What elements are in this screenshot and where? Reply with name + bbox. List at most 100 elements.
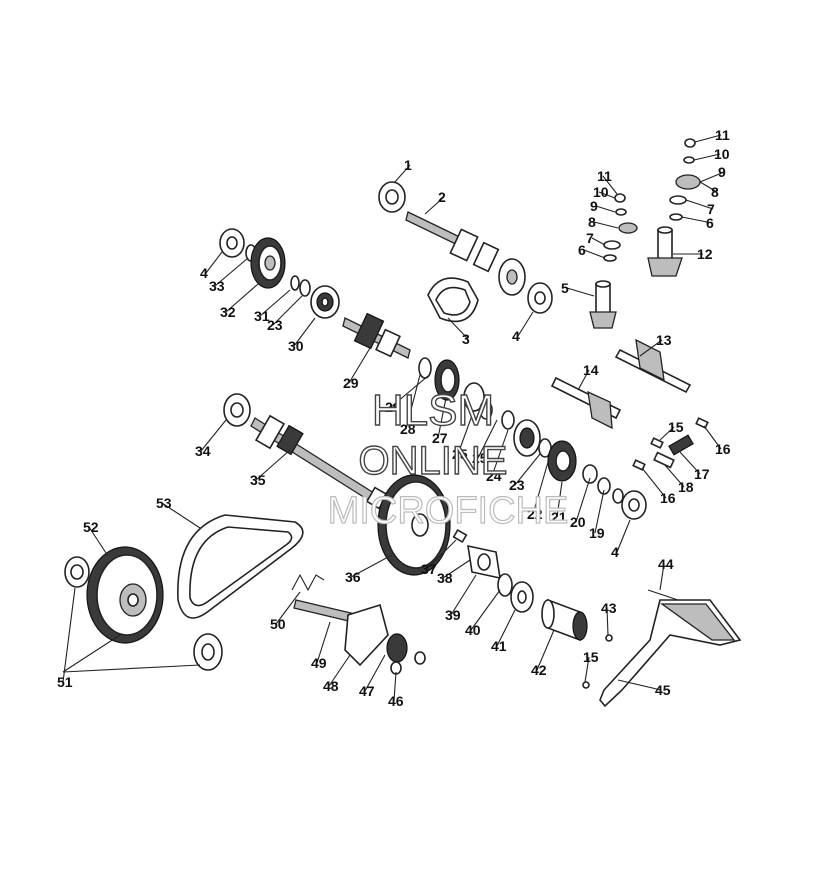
callout-c23a: 23 — [267, 317, 283, 333]
callout-c28: 28 — [400, 421, 416, 437]
callout-c7b: 7 — [707, 201, 715, 217]
leader-c18 — [663, 463, 685, 488]
callout-c9a: 9 — [590, 198, 598, 214]
part-53-belt — [177, 514, 304, 619]
part-15-18-pins — [632, 417, 709, 471]
part-32-gear — [250, 237, 286, 289]
leader-c13 — [639, 339, 663, 357]
callout-c42: 42 — [531, 662, 547, 678]
callout-c35: 35 — [250, 472, 266, 488]
callout-c6b: 6 — [706, 215, 714, 231]
callout-c48: 48 — [323, 678, 339, 694]
leader-c34 — [200, 419, 227, 452]
leader-c6a — [583, 249, 606, 259]
callout-c33: 33 — [209, 278, 225, 294]
leader-c25a — [457, 409, 475, 455]
leader-c6b — [681, 216, 713, 224]
leader-c51-extra-1 — [62, 664, 201, 673]
callout-c21: 21 — [551, 509, 567, 525]
leader-c11b — [694, 134, 722, 143]
leader-c32 — [225, 283, 259, 313]
part-48-arm — [344, 603, 389, 667]
leader-c48 — [328, 654, 351, 687]
leader-c29 — [348, 347, 371, 384]
callout-c22: 22 — [527, 506, 543, 522]
callout-c50: 50 — [270, 616, 286, 632]
leader-c27 — [437, 397, 447, 439]
callout-c27: 27 — [432, 430, 448, 446]
leader-c20 — [575, 477, 591, 523]
callout-c41: 41 — [491, 638, 507, 654]
callout-c36: 36 — [345, 569, 361, 585]
callout-c26: 26 — [385, 399, 401, 415]
part-52-drive-gear — [86, 546, 164, 644]
part-4-bearing-left — [219, 228, 245, 258]
part-13-shift-fork-shaft — [614, 338, 692, 394]
leader-c4b — [517, 311, 534, 337]
callout-c52: 52 — [83, 519, 99, 535]
callout-c38: 38 — [437, 570, 453, 586]
callout-c25b: 25 — [472, 450, 488, 466]
leader-c9b — [699, 171, 725, 183]
leader-c39 — [450, 574, 477, 616]
callout-c24: 24 — [486, 468, 502, 484]
leader-c52 — [88, 526, 109, 557]
callout-c18: 18 — [678, 479, 694, 495]
leader-c41 — [496, 609, 516, 647]
watermark-line-3: MICROFICHE — [328, 490, 569, 532]
leader-c31 — [259, 289, 291, 317]
callout-c11b: 11 — [715, 127, 730, 143]
callout-c15b: 15 — [583, 649, 599, 665]
leader-c5 — [566, 287, 595, 297]
leader-c53 — [161, 502, 201, 529]
callout-c17: 17 — [694, 466, 710, 482]
callout-c30: 30 — [288, 338, 304, 354]
callout-c34: 34 — [195, 443, 211, 459]
part-4-bearing-right — [621, 490, 647, 520]
callout-c15a: 15 — [668, 419, 684, 435]
leader-c51 — [62, 587, 76, 683]
callout-c31: 31 — [254, 308, 270, 324]
callout-c12: 12 — [697, 246, 713, 262]
callout-c45: 45 — [655, 682, 671, 698]
callout-c9b: 9 — [718, 164, 726, 180]
part-34-bearing — [223, 393, 251, 427]
part-39-41-seals — [497, 573, 534, 613]
part-51-bearings — [64, 556, 223, 671]
callout-c4b: 4 — [512, 328, 520, 344]
callout-c20: 20 — [570, 514, 586, 530]
leader-c8b — [699, 181, 718, 193]
leader-c23b — [514, 453, 541, 486]
part-26-28-rings — [418, 357, 460, 401]
callout-c23b: 23 — [509, 477, 525, 493]
leader-c16b — [641, 467, 667, 499]
leader-c49 — [316, 621, 331, 664]
callout-c8b: 8 — [711, 184, 719, 200]
part-30-bearing — [310, 285, 340, 319]
callout-c53: 53 — [156, 495, 172, 511]
part-25-24-hub — [501, 410, 552, 458]
leader-c9a — [595, 205, 616, 213]
callout-c29: 29 — [343, 375, 359, 391]
part-31-washer — [290, 275, 300, 291]
part-23-clip-left — [299, 279, 311, 297]
leader-c4a — [205, 251, 223, 274]
callout-c10a: 10 — [593, 184, 609, 200]
leader-c19 — [594, 489, 605, 534]
leader-c8a — [593, 221, 619, 229]
callout-c40: 40 — [465, 622, 481, 638]
leader-c4c — [616, 519, 631, 553]
callout-c4a: 4 — [200, 265, 208, 281]
callout-c14: 14 — [583, 362, 599, 378]
part-5-shift-drum — [589, 280, 617, 329]
part-46-washers — [390, 651, 426, 675]
callout-c39: 39 — [445, 607, 461, 623]
leader-c38 — [442, 559, 471, 579]
leader-c3 — [447, 317, 469, 340]
leader-c22 — [532, 461, 549, 515]
callout-c2: 2 — [438, 189, 446, 205]
leader-c24 — [491, 429, 509, 477]
leader-c30 — [293, 317, 316, 347]
part-42-sleeve — [541, 598, 588, 642]
